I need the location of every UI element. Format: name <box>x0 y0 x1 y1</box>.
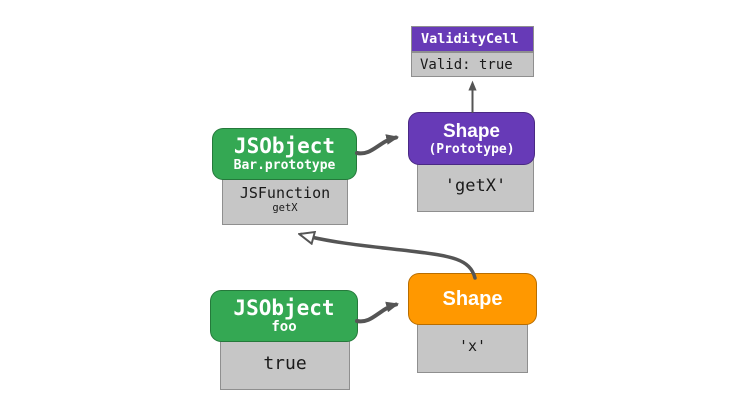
edge-shape-to-jsfunction <box>301 235 477 280</box>
validity-cell-body: Valid: true <box>411 52 534 77</box>
foo-slot-box: true <box>220 336 350 390</box>
edge-bar-prototype-to-shape-prototype <box>355 134 400 156</box>
bar-prototype-subtitle: Bar.prototype <box>233 158 336 173</box>
bar-prototype-slot-type: JSFunction <box>239 183 331 202</box>
validity-cell-header: ValidityCell <box>411 26 534 52</box>
shape-prototype-node: Shape (Prototype) <box>408 112 535 165</box>
bar-prototype-slot-name: getX <box>272 201 298 214</box>
edge-foo-to-shape <box>355 301 400 324</box>
foo-node: JSObject foo <box>210 290 358 342</box>
shape-title: Shape <box>442 287 503 310</box>
shape-prototype-subtitle: (Prototype) <box>428 141 515 157</box>
shape-slot-box: 'x' <box>417 319 528 373</box>
foo-subtitle: foo <box>271 319 297 335</box>
bar-prototype-node: JSObject Bar.prototype <box>212 128 357 180</box>
shape-prototype-title: Shape <box>442 120 501 142</box>
shape-prototype-property: 'getX' <box>444 175 507 196</box>
shape-prototype-slot-box: 'getX' <box>417 159 534 212</box>
validity-cell-value: Valid: true <box>420 56 513 73</box>
validity-cell-title: ValidityCell <box>421 31 519 47</box>
shape-node: Shape <box>408 273 537 325</box>
foo-title: JSObject <box>233 296 335 320</box>
foo-slot-value: true <box>263 352 307 374</box>
shape-property: 'x' <box>458 337 487 355</box>
bar-prototype-slot-box: JSFunction getX <box>222 174 348 225</box>
bar-prototype-title: JSObject <box>233 134 336 158</box>
